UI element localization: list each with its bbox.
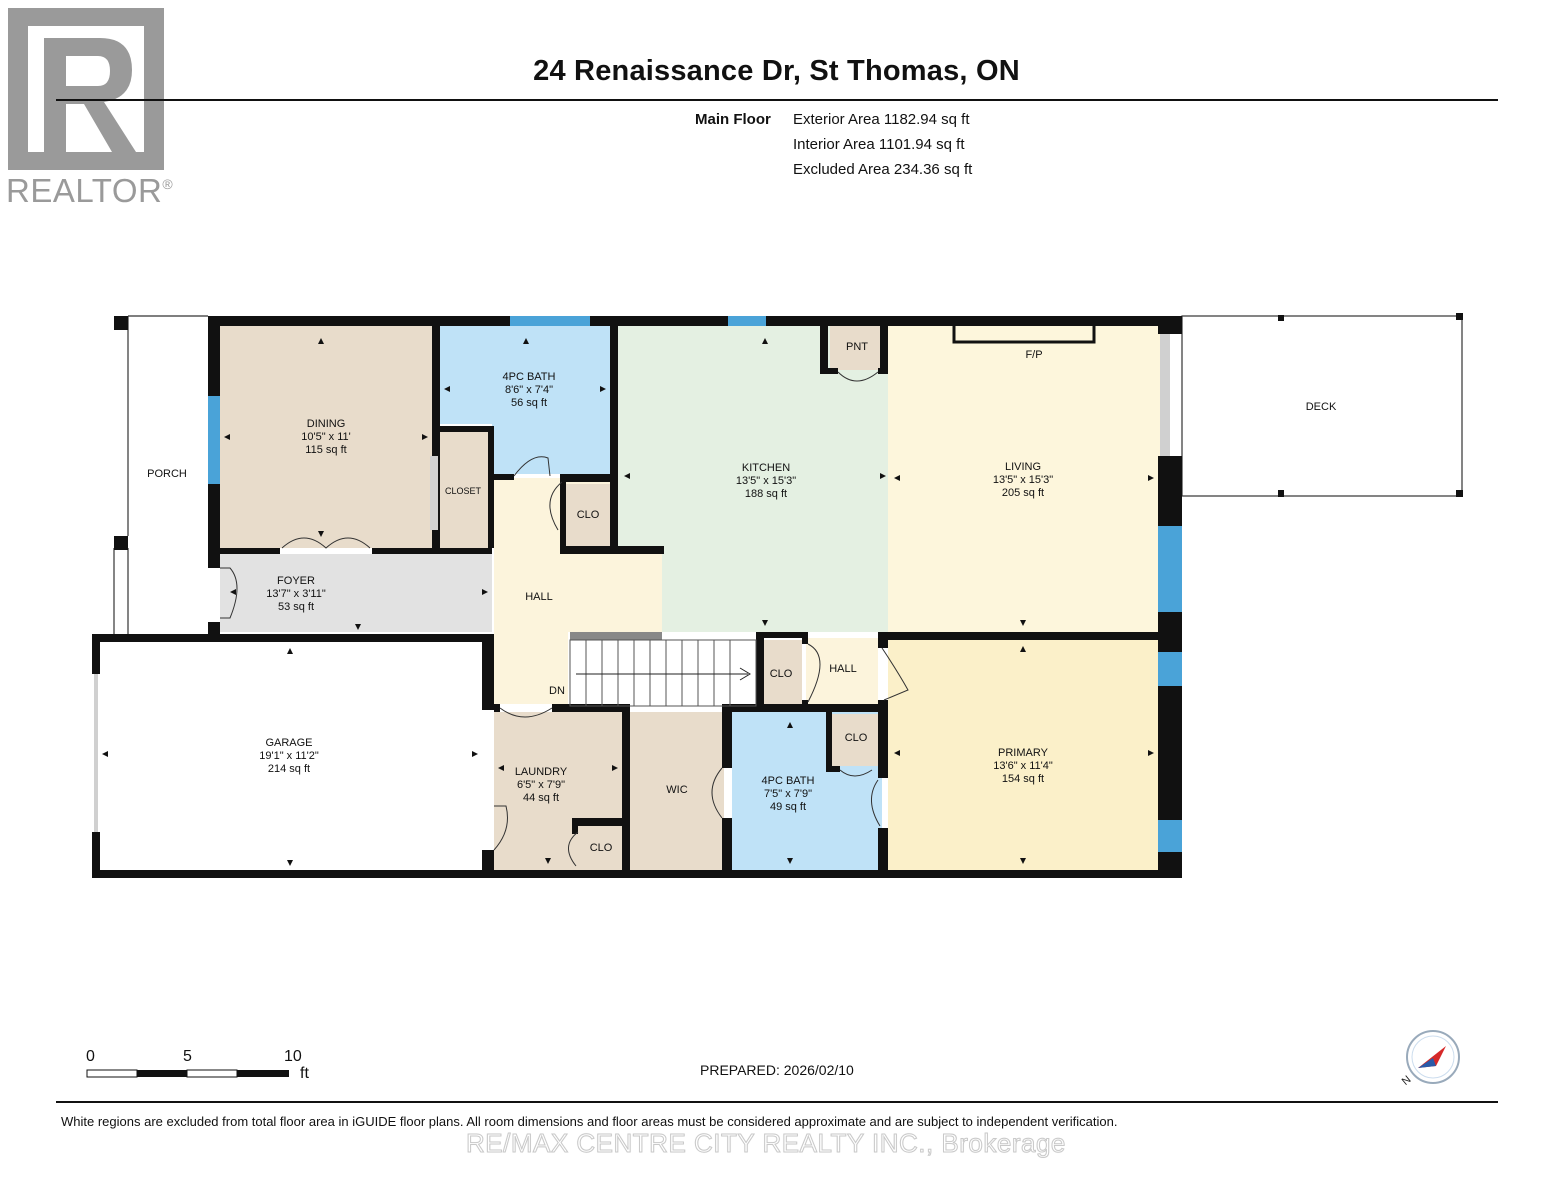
living-name: LIVING xyxy=(1005,461,1041,473)
windows xyxy=(208,316,1182,852)
living-room xyxy=(888,326,1160,632)
bath2-area: 49 sq ft xyxy=(770,801,806,813)
realtor-r-mark-icon xyxy=(8,8,164,170)
bath2-dims: 7'5" x 7'9" xyxy=(764,788,812,800)
garage-area: 214 sq ft xyxy=(268,763,310,775)
foyer-room xyxy=(220,554,492,632)
closet-label: CLOSET xyxy=(445,486,482,496)
primary-dims: 13'6" x 11'4" xyxy=(993,760,1053,772)
prepared-date: PREPARED: 2026/02/10 xyxy=(700,1062,854,1078)
bath2-name: 4PC BATH xyxy=(762,775,815,787)
porch-label: PORCH xyxy=(147,468,187,480)
closet-room xyxy=(440,432,488,548)
hall-label-2: HALL xyxy=(829,663,857,675)
clo-laundry-room xyxy=(580,826,622,870)
clo-label-1: CLO xyxy=(577,509,600,521)
hall-room xyxy=(494,478,662,704)
porch-outline xyxy=(113,315,208,634)
bath1-dims: 8'6" x 7'4" xyxy=(505,384,553,396)
exterior-area: Exterior Area 1182.94 sq ft xyxy=(793,111,970,128)
scale-unit: ft xyxy=(300,1065,309,1082)
garage-room xyxy=(98,642,482,870)
clo1-room xyxy=(566,484,610,548)
dining-area: 115 sq ft xyxy=(305,444,346,456)
kitchen-area: 188 sq ft xyxy=(745,488,787,500)
living-area: 205 sq ft xyxy=(1002,487,1044,499)
bath1-name: 4PC BATH xyxy=(503,371,556,383)
living-dims: 13'5" x 15'3" xyxy=(993,474,1053,486)
stairs-down-label: DN xyxy=(549,685,565,697)
dining-name: DINING xyxy=(307,418,346,430)
kitchen-dims: 13'5" x 15'3" xyxy=(736,475,796,487)
pantry-room xyxy=(830,326,882,370)
disclaimer-text: White regions are excluded from total fl… xyxy=(61,1114,1118,1129)
kitchen-room xyxy=(618,326,888,632)
kitchen-name: KITCHEN xyxy=(742,462,790,474)
page-title: 24 Renaissance Dr, St Thomas, ON xyxy=(533,55,1020,87)
pantry-label: PNT xyxy=(846,341,868,353)
title-rule xyxy=(56,99,1498,101)
scale-ten: 10 xyxy=(284,1048,302,1065)
primary-room xyxy=(888,640,1160,870)
walls xyxy=(92,316,1182,878)
laundry-area: 44 sq ft xyxy=(523,792,559,804)
clo-label-4: CLO xyxy=(590,842,613,854)
door-swings xyxy=(220,371,909,867)
primary-name: PRIMARY xyxy=(998,747,1049,759)
dining-dims: 10'5" x 11' xyxy=(301,431,351,443)
footer-rule xyxy=(56,1101,1498,1103)
clo-label-3: CLO xyxy=(845,732,868,744)
bath1-area: 56 sq ft xyxy=(511,397,547,409)
foyer-area: 53 sq ft xyxy=(278,601,314,613)
clo-bath-room xyxy=(832,714,880,766)
realtor-wordmark: REALTOR® xyxy=(6,172,174,209)
wic-label: WIC xyxy=(666,784,687,796)
excluded-area: Excluded Area 234.36 sq ft xyxy=(793,161,973,178)
clo-label-2: CLO xyxy=(770,668,793,680)
dining-room xyxy=(220,326,432,548)
garage-dims: 19'1" x 11'2" xyxy=(259,750,319,762)
primary-area: 154 sq ft xyxy=(1002,773,1044,785)
wic-room xyxy=(630,712,724,870)
foyer-name: FOYER xyxy=(277,575,315,587)
scale-bar-graphic xyxy=(86,1069,289,1078)
dimension-arrows xyxy=(102,338,1154,866)
laundry-dims: 6'5" x 7'9" xyxy=(517,779,565,791)
clo-hall-room xyxy=(764,640,802,706)
brokerage-watermark: RE/MAX CENTRE CITY REALTY INC., Brokerag… xyxy=(466,1128,1066,1159)
laundry-name: LAUNDRY xyxy=(515,766,568,778)
hall2-room xyxy=(806,638,878,704)
stairs xyxy=(569,632,757,707)
foyer-dims: 13'7" x 3'11" xyxy=(266,588,326,600)
deck-label: DECK xyxy=(1306,401,1337,413)
garage-name: GARAGE xyxy=(265,737,312,749)
scale-zero: 0 xyxy=(86,1048,95,1065)
hall-label-1: HALL xyxy=(525,591,553,603)
stairs-area xyxy=(570,636,756,706)
scale-five: 5 xyxy=(183,1048,192,1065)
compass-icon: N xyxy=(1400,1030,1460,1088)
interior-area: Interior Area 1101.94 sq ft xyxy=(793,136,965,153)
fireplace-label: F/P xyxy=(1025,349,1042,361)
compass-north-label: N xyxy=(1400,1074,1414,1088)
floor-label: Main Floor xyxy=(695,111,771,128)
deck-outline xyxy=(1181,315,1463,497)
